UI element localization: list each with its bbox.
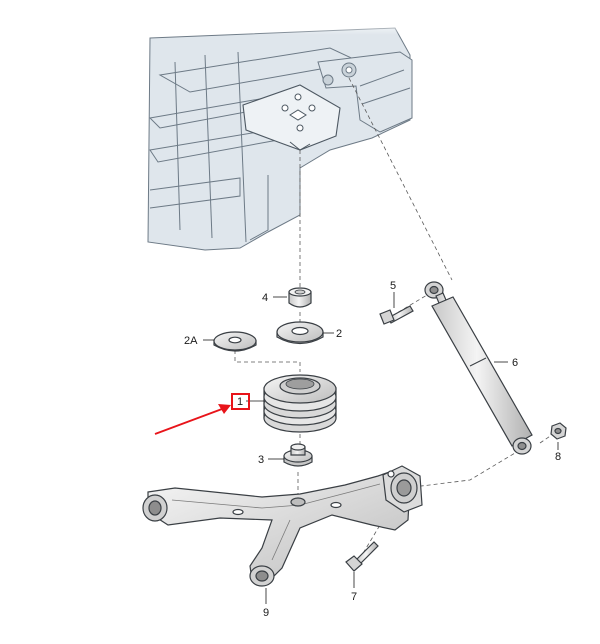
- callout-3: 3: [258, 454, 264, 466]
- highlight-annotation: [154, 393, 250, 435]
- callout-6: 6: [512, 357, 518, 369]
- lower-bolt-part: [345, 541, 379, 572]
- coil-spring-part: [263, 374, 337, 433]
- callout-4: 4: [262, 292, 268, 304]
- shock-absorber-part: [424, 281, 533, 455]
- leader-lines: [203, 292, 559, 604]
- callout-9: 9: [263, 607, 269, 619]
- upper-bolt-part: [379, 305, 414, 325]
- spring-pad-part: [276, 321, 324, 345]
- highlight-box: [231, 393, 250, 410]
- nut-part: [550, 422, 567, 440]
- lower-control-arm-part: [142, 465, 423, 587]
- red-arrow-icon: [154, 404, 231, 435]
- bump-stop-part: [288, 287, 312, 308]
- vehicle-frame-section: [140, 20, 430, 251]
- callout-7: 7: [351, 591, 357, 603]
- callout-1: 1: [237, 396, 243, 408]
- rear-bush-part: [249, 565, 275, 587]
- callout-5: 5: [390, 280, 396, 292]
- lower-spring-seat-part: [283, 443, 313, 467]
- callout-labels: 4 2 2A 1 3 5 6 8 7 9: [184, 280, 561, 619]
- callout-8: 8: [555, 451, 561, 463]
- callout-2a: 2A: [184, 335, 198, 347]
- callout-2: 2: [336, 328, 342, 340]
- washer-part: [213, 331, 257, 352]
